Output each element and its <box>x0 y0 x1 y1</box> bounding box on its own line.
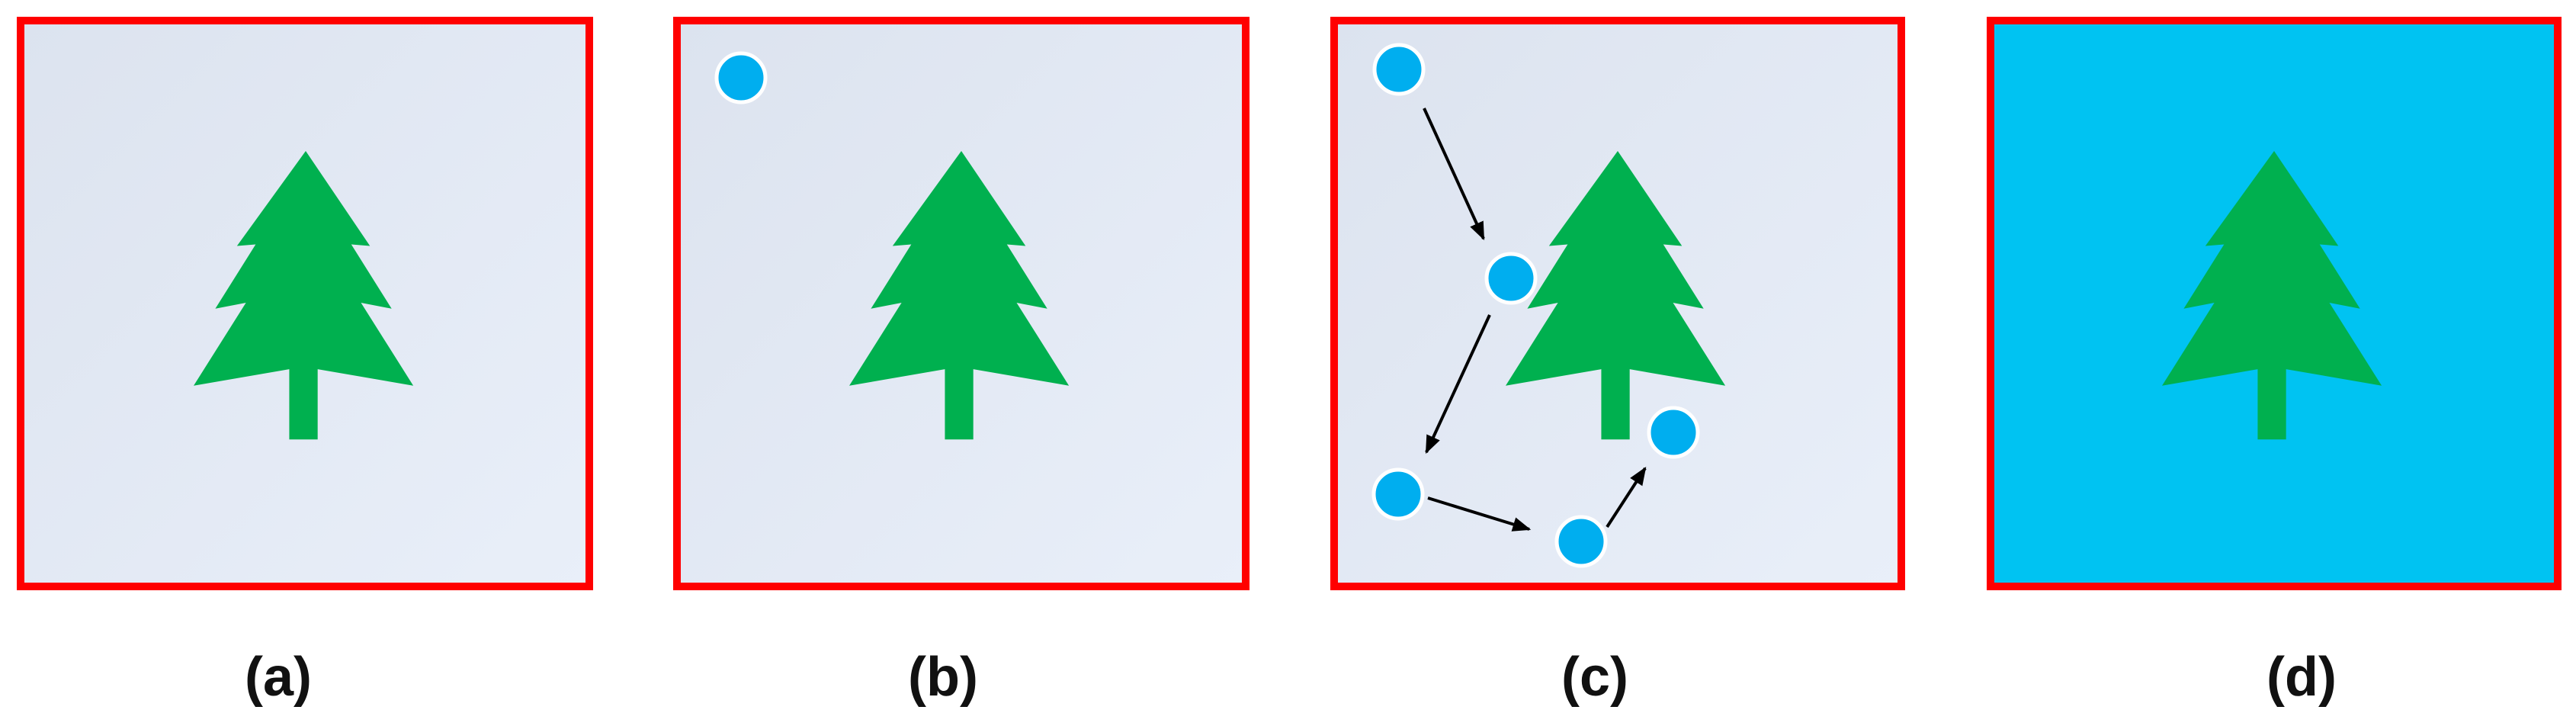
panel-c: (c) <box>1330 17 1905 708</box>
panel-d: (d) <box>1987 17 2562 708</box>
panel-b-caption: (b) <box>908 647 978 708</box>
arrow-icon <box>1425 314 1491 455</box>
dot-icon <box>1372 43 1426 96</box>
arrow-icon <box>1427 496 1532 532</box>
dot-icon <box>1371 467 1425 521</box>
dot-icon <box>1484 252 1538 305</box>
arrow-icon <box>1423 108 1485 241</box>
panel-c-caption: (c) <box>1561 647 1628 708</box>
dot-icon <box>1554 515 1608 568</box>
panel-a: (a) <box>17 17 593 708</box>
panel-d-caption: (d) <box>2266 647 2337 708</box>
arrow-icon <box>1606 466 1647 528</box>
dot-icon <box>714 51 768 104</box>
panel-a-caption: (a) <box>245 647 312 708</box>
dot-icon <box>1647 406 1700 459</box>
panel-b: (b) <box>673 17 1250 708</box>
